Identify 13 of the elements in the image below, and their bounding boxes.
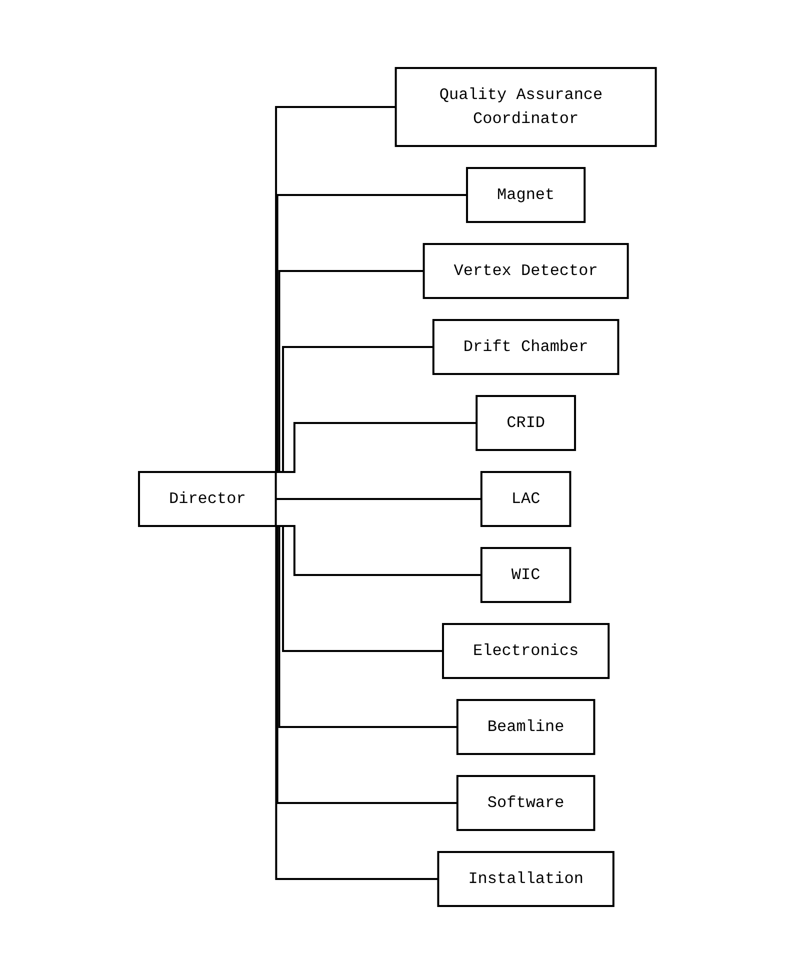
node-box: Beamline (456, 699, 596, 755)
node-box: CRID (476, 395, 576, 451)
node-box: Electronics (442, 623, 610, 679)
node-box: Installation (437, 851, 615, 907)
node-box: WIC (480, 547, 572, 603)
node-box: LAC (480, 471, 572, 527)
node-box: Vertex Detector (422, 243, 629, 299)
node-box: Drift Chamber (432, 319, 620, 375)
node-box: Software (456, 775, 596, 831)
node-box: Director (138, 471, 277, 527)
node-box: Quality Assurance Coordinator (394, 67, 657, 147)
node-box: Magnet (466, 167, 586, 223)
connector (276, 498, 482, 500)
